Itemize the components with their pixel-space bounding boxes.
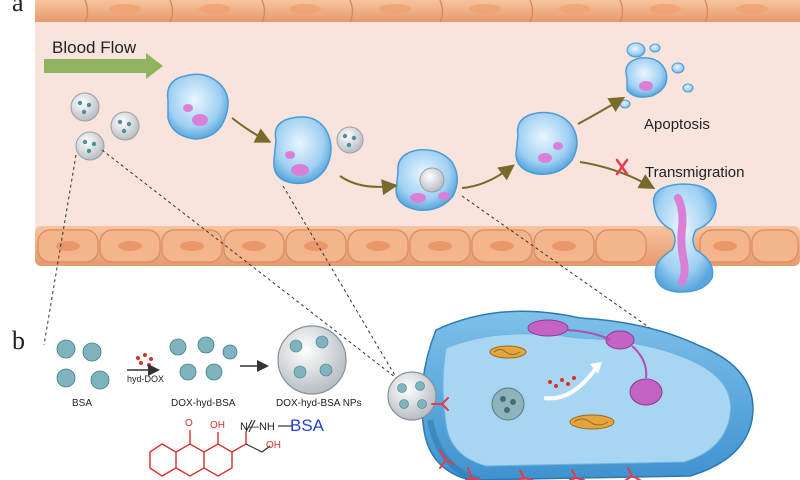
- struct-hydrazone-label: N—NH: [240, 421, 275, 433]
- bsa-protein-cluster: [56, 339, 110, 390]
- endothelium-bottom: [35, 226, 800, 266]
- released-dox: [548, 376, 576, 388]
- nanoparticle: [70, 92, 100, 122]
- neutrophil-cell-2: [273, 116, 332, 185]
- dox-hyd-bsa-nanoparticle: [277, 325, 347, 395]
- mitochondrion: [489, 345, 527, 359]
- panel-label-a: a: [12, 0, 24, 17]
- struct-carbonyl-label: O: [185, 418, 193, 429]
- transmigrating-cell: [652, 183, 717, 293]
- release-arrow: [543, 366, 598, 401]
- zoom-lines: [43, 149, 651, 385]
- dox-structure: [149, 430, 247, 477]
- apoptosis-label: Apoptosis: [644, 116, 710, 133]
- block-x-icon: [615, 158, 629, 176]
- transmigration-label: Transmigration: [645, 164, 745, 181]
- neutrophil-cell-4: [515, 111, 578, 175]
- struct-oh-label-1: OH: [210, 420, 225, 431]
- entering-nanoparticle: [387, 371, 437, 421]
- hydrazone-linker: [245, 419, 292, 453]
- internalized-nanoparticle: [491, 387, 525, 421]
- panel-label-b: b: [12, 326, 25, 355]
- nucleus-linker: [567, 329, 648, 379]
- bsa-label: BSA: [72, 398, 93, 409]
- target-cell-cutaway: [420, 310, 754, 480]
- release-arrow-head: [590, 362, 602, 374]
- dox-hyd-bsa-label: DOX-hyd-BSA: [171, 398, 236, 409]
- blood-flow-arrow: [44, 53, 163, 79]
- neutrophil-cell-1: [166, 73, 229, 140]
- nucleus: [527, 319, 663, 406]
- neutrophil-cell-3: [395, 149, 458, 211]
- blood-flow-label: Blood Flow: [52, 38, 137, 57]
- dox-hyd-bsa-nps-label: DOX-hyd-BSA NPs: [276, 398, 362, 409]
- endothelium-top: [35, 0, 800, 23]
- mitochondrion: [569, 414, 615, 430]
- struct-bsa-label: BSA: [290, 416, 325, 435]
- struct-oh-label-2: OH: [266, 440, 281, 451]
- nanoparticle: [75, 131, 105, 161]
- hyd-dox-molecules: [136, 353, 153, 367]
- apoptotic-cell: [619, 42, 694, 109]
- nanoparticle: [110, 111, 140, 141]
- hyd-dox-label: hyd-DOX: [127, 374, 165, 384]
- dox-hyd-bsa-cluster: [169, 336, 238, 381]
- pathway-arrows: [231, 96, 656, 196]
- nanoparticle: [336, 126, 364, 154]
